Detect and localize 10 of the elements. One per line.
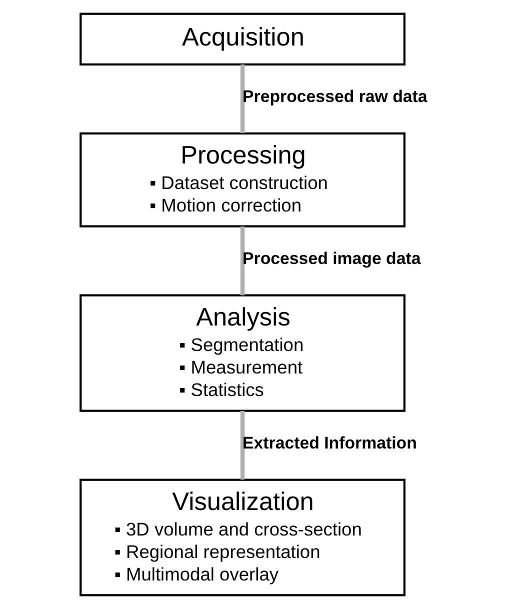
- node-box: Processing ▪ Dataset construction ▪ Motion correction: [79, 132, 405, 228]
- edge-label: Processed image data: [242, 248, 420, 268]
- connector: [240, 226, 244, 296]
- node-box: Analysis ▪ Segmentation ▪ Measurement ▪ Statistics: [79, 294, 405, 412]
- connector: [240, 410, 244, 480]
- node-box: Visualization ▪ 3D volume and cross-section ▪ Regional representation ▪ Multimodal overlay: [79, 478, 405, 596]
- connector: [240, 64, 244, 133]
- edge-label: Preprocessed raw data: [242, 86, 427, 106]
- edge-label: Extracted Information: [242, 433, 416, 452]
- node-box: Acquisition: [79, 12, 405, 66]
